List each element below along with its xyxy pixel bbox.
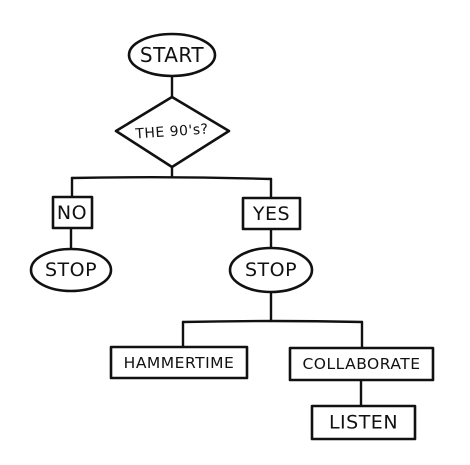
stop-left-ellipse	[29, 247, 113, 293]
listen-label: LISTEN	[329, 412, 398, 434]
node-decision: THE 90's?	[114, 95, 231, 169]
stop-right-ellipse	[228, 246, 314, 294]
node-start: START	[127, 32, 217, 78]
yes-label: YES	[252, 203, 290, 225]
connector-branch-horizontal	[70, 176, 273, 181]
decision-label: THE 90's?	[134, 121, 209, 142]
listen-box	[310, 404, 417, 441]
start-ellipse	[127, 32, 217, 78]
stop-left-label: STOP	[45, 259, 97, 281]
connector-second-branch-horizontal	[181, 319, 364, 324]
no-box	[51, 195, 94, 230]
node-collaborate: COLLABORATE	[288, 346, 435, 382]
hammertime-label: HAMMERTIME	[124, 354, 235, 372]
node-yes: YES	[241, 196, 302, 231]
collaborate-label: COLLABORATE	[302, 355, 420, 373]
start-label: START	[140, 43, 204, 67]
node-hammertime: HAMMERTIME	[109, 345, 249, 380]
connectors	[69, 74, 364, 407]
stop-right-label: STOP	[245, 259, 297, 281]
yes-box	[241, 196, 302, 231]
node-stop-right: STOP	[228, 246, 314, 294]
no-label: NO	[57, 202, 87, 224]
hammertime-box	[109, 345, 249, 380]
collaborate-box	[288, 346, 435, 382]
node-stop-left: STOP	[29, 247, 113, 293]
decision-diamond	[114, 95, 231, 169]
node-no: NO	[51, 195, 94, 230]
node-listen: LISTEN	[310, 404, 417, 441]
